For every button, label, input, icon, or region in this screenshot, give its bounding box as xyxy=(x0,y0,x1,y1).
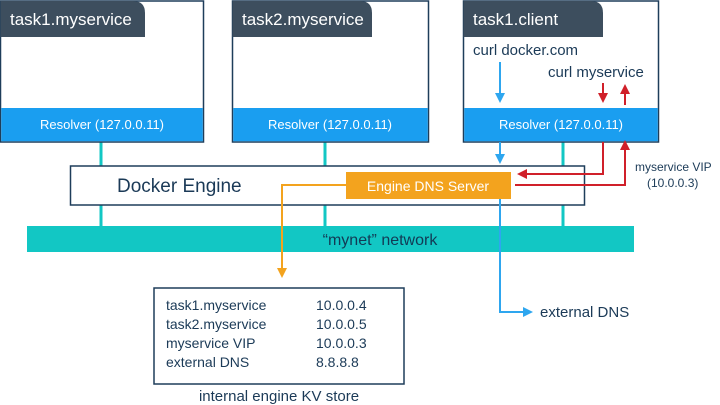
resolver-label: Resolver (127.0.0.11) xyxy=(268,117,392,132)
kv-lookup-arrow xyxy=(277,184,346,278)
kv-store-caption: internal engine KV store xyxy=(199,388,359,405)
kv-row-ip: 10.0.0.5 xyxy=(316,316,367,332)
container-tab xyxy=(463,1,603,37)
kv-row-name: task1.myservice xyxy=(166,297,267,313)
kv-row-name: external DNS xyxy=(166,354,249,370)
dns-to-resolver-red-arrow xyxy=(515,140,630,186)
kv-store: task1.myservice 10.0.0.4 task2.myservice… xyxy=(153,287,405,405)
kv-row-name: task2.myservice xyxy=(166,316,267,332)
external-dns-arrow xyxy=(499,199,533,317)
resolver-label: Resolver (127.0.0.11) xyxy=(499,117,623,132)
resolver-label: Resolver (127.0.0.11) xyxy=(40,117,164,132)
container-title: task2.myservice xyxy=(242,10,364,29)
teal-connectors xyxy=(99,142,565,226)
container-tab xyxy=(232,1,372,37)
vip-note-line2: (10.0.0.3) xyxy=(647,176,698,190)
network-label: “mynet” network xyxy=(323,232,439,249)
red-arrows xyxy=(515,83,630,186)
vip-note-line1: myservice VIP xyxy=(635,160,712,174)
vip-note: myservice VIP (10.0.0.3) xyxy=(635,160,712,190)
engine-label: Docker Engine xyxy=(117,176,242,197)
engine-dns-server-label: Engine DNS Server xyxy=(367,178,490,194)
network-bar xyxy=(27,226,634,252)
kv-row-ip: 10.0.0.3 xyxy=(316,335,367,351)
engine-dns-server-box xyxy=(346,172,511,199)
container-title: task1.client xyxy=(473,10,558,29)
container-task1-client: task1.client curl docker.com curl myserv… xyxy=(462,0,660,143)
container-title: task1.myservice xyxy=(10,10,132,29)
resolver-bar xyxy=(1,108,203,142)
container-task2-myservice: task2.myservice Resolver (127.0.0.11) xyxy=(231,0,430,143)
resolver-to-dns-red-arrow xyxy=(517,142,604,179)
mynet-network: “mynet” network xyxy=(27,226,634,252)
kv-row-name: myservice VIP xyxy=(166,335,255,351)
kv-row-ip: 8.8.8.8 xyxy=(316,354,359,370)
blue-arrows xyxy=(495,62,533,317)
container-tab xyxy=(0,1,145,37)
resolver-bar xyxy=(233,108,428,142)
external-dns-label: external DNS xyxy=(540,304,629,321)
kv-row-ip: 10.0.0.4 xyxy=(316,297,367,313)
curl-myservice-command: curl myservice xyxy=(548,64,644,81)
curl-docker-command: curl docker.com xyxy=(473,42,578,59)
resolver-bar xyxy=(464,108,658,142)
container-task1-myservice: task1.myservice Resolver (127.0.0.11) xyxy=(0,0,205,143)
kv-store-frame xyxy=(153,287,405,385)
